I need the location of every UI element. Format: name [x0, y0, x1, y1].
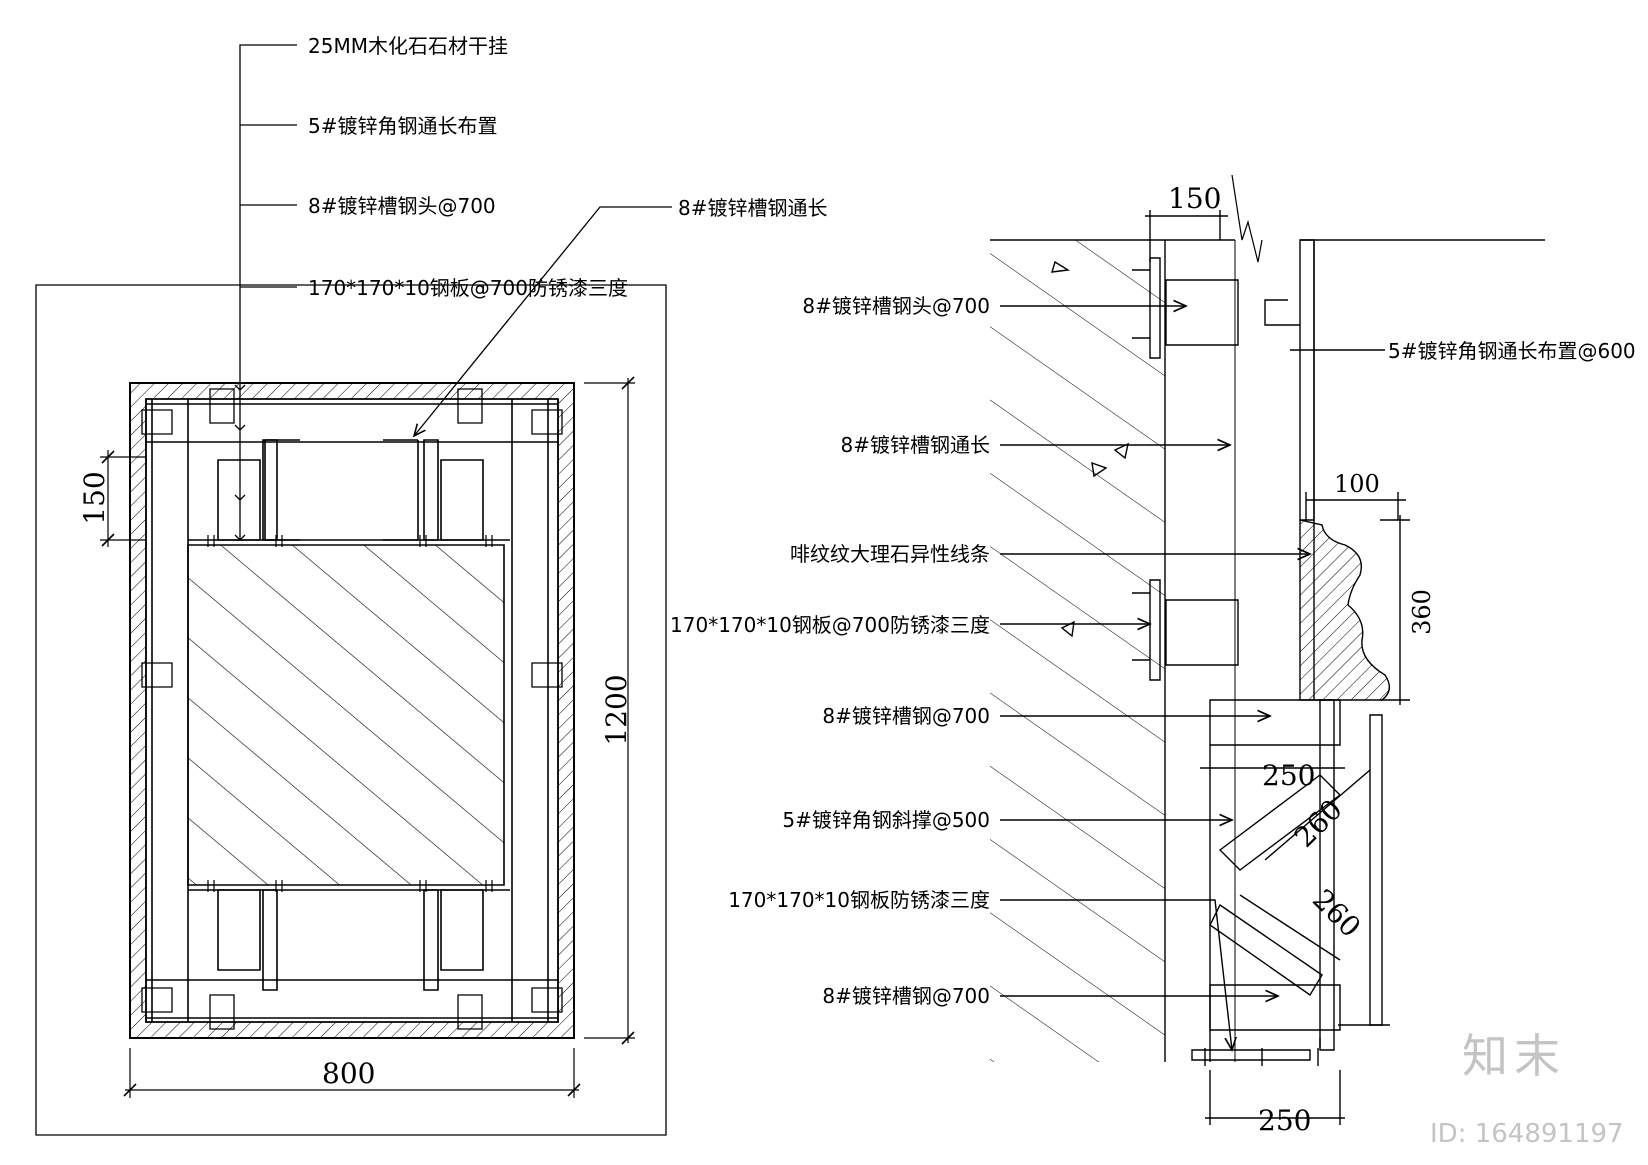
label-r-channel-full: 8#镀锌槽钢通长: [841, 433, 990, 457]
label-r-steel-plate: 170*170*10钢板@700防锈漆三度: [670, 613, 990, 637]
label-angle-steel: 5#镀锌角钢通长布置: [308, 114, 497, 138]
left-leader-trunk: [240, 45, 297, 540]
dim-r-top-150: 150: [1168, 182, 1221, 215]
label-r-angle-steel-600: 5#镀锌角钢通长布置@600: [1388, 339, 1636, 363]
label-r-channel-head: 8#镀锌槽钢头@700: [802, 294, 990, 318]
label-r-steel-plate-2: 170*170*10钢板防锈漆三度: [728, 888, 990, 912]
dim-r-brace-260-a: 260: [1288, 793, 1349, 854]
label-r-marble-molding: 啡纹纹大理石异性线条: [790, 542, 990, 566]
watermark: 知末 ID: 164891197: [1430, 1029, 1624, 1149]
label-stone-cladding: 25MM木化石石材干挂: [308, 34, 508, 58]
label-r-diagonal-brace: 5#镀锌角钢斜撑@500: [782, 808, 990, 832]
dim-r-bottom-250: 250: [1258, 1104, 1311, 1137]
marble-molding: [1300, 520, 1389, 700]
label-r-channel-700-a: 8#镀锌槽钢@700: [822, 704, 990, 728]
right-labels: 8#镀锌槽钢头@700 8#镀锌槽钢通长 啡纹纹大理石异性线条 170*170*…: [670, 294, 1636, 1008]
dim-height-1200: 1200: [600, 674, 633, 745]
dim-r-brace-260-b: 260: [1306, 883, 1367, 944]
dim-r-ledge-100: 100: [1334, 470, 1380, 498]
left-section: [36, 45, 672, 1135]
dim-r-molding-360: 360: [1408, 589, 1436, 635]
watermark-logo: 知末: [1462, 1029, 1566, 1083]
label-r-channel-700-b: 8#镀锌槽钢@700: [822, 984, 990, 1008]
label-channel-full: 8#镀锌槽钢通长: [678, 196, 827, 220]
wall-concrete: [990, 240, 1165, 1062]
dim-edge-150: 150: [78, 471, 111, 524]
left-outer-frame: [36, 285, 666, 1135]
dim-r-bracket-250: 250: [1262, 759, 1315, 792]
label-channel-head: 8#镀锌槽钢头@700: [308, 194, 496, 218]
right-section: [990, 175, 1545, 1125]
dim-width-800: 800: [322, 1057, 375, 1090]
watermark-id: ID: 164891197: [1430, 1119, 1624, 1149]
left-labels: 25MM木化石石材干挂 5#镀锌角钢通长布置 8#镀锌槽钢头@700 8#镀锌槽…: [308, 34, 827, 300]
column-core: [188, 545, 504, 885]
label-steel-plate: 170*170*10钢板@700防锈漆三度: [308, 276, 628, 300]
